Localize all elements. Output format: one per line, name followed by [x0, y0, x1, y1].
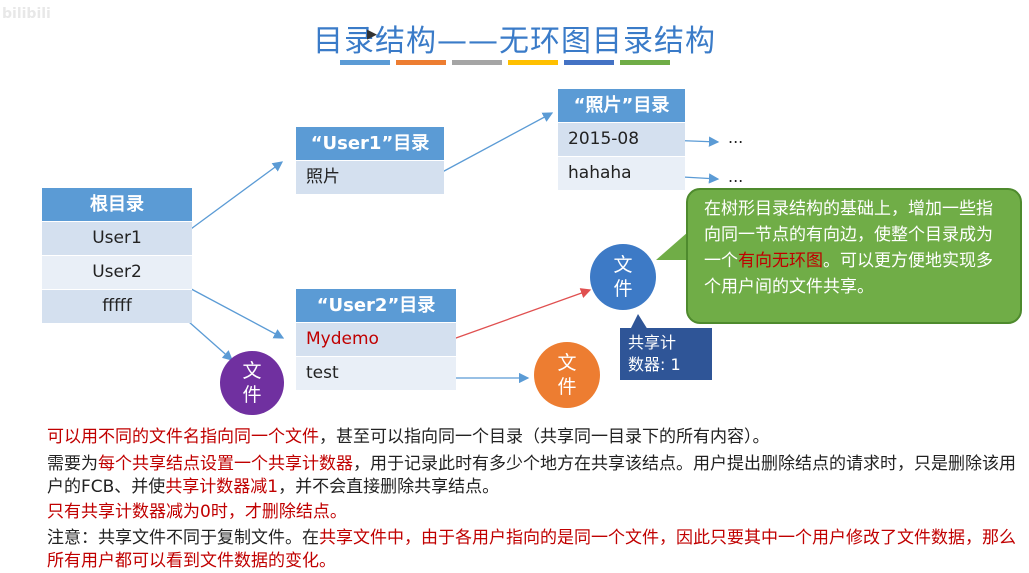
root-entry-fffff: fffff	[42, 289, 192, 323]
note4-red: 共享文件中，由于各用户指向的是同一个文件，因此只要其中一个用户修改了文件数据，那…	[47, 528, 1016, 571]
file-label-2: 件	[613, 278, 633, 300]
user2-directory-header: “User2”目录	[296, 289, 456, 322]
counter-line-1: 共享计	[628, 333, 677, 352]
bubble-highlight: 有向无环图	[738, 251, 823, 271]
file-node-orange: 文件	[534, 342, 600, 408]
ellipsis-2015: ...	[728, 128, 744, 147]
arrow-user1-to-user1-dir	[179, 161, 284, 238]
photo-directory-header: “照片”目录	[558, 89, 685, 122]
arrow-photo-to-photo-dir	[432, 112, 554, 178]
bubble-text-1: 在树形目录结构的基础上，增加一些指向同一节点的有向边，使整个目录成为一个	[704, 199, 993, 271]
note1-red: 可以用不同的文件名指向同一个文件	[47, 427, 319, 447]
root-directory-header: 根目录	[42, 188, 192, 221]
file-label-1: 文	[613, 254, 633, 276]
note4-text: 注意：共享文件不同于复制文件。在	[47, 528, 319, 548]
file-label-2: 件	[242, 384, 262, 406]
title-bar-segment	[508, 60, 558, 65]
bubble-tail	[656, 232, 688, 260]
photo-entry-hahaha: hahaha	[558, 156, 685, 190]
user1-directory-header: “User1”目录	[296, 127, 444, 160]
note-paragraph-3: 只有共享计数器减为0时，才删除结点。	[47, 502, 347, 522]
user2-directory-table: “User2”目录 Mydemo test	[296, 289, 456, 390]
counter-tail	[630, 314, 648, 330]
photo-entry-2015-08: 2015-08	[558, 122, 685, 156]
arrow-mydemo-to-file	[441, 288, 592, 344]
counter-line-2: 数器: 1	[628, 355, 681, 374]
note2-text-c: ，并不会直接删除共享结点。	[278, 477, 500, 497]
title-bar-segment	[340, 60, 390, 65]
watermark-logo: bilibili	[2, 6, 51, 22]
user2-entry-test: test	[296, 356, 456, 390]
root-directory-table: 根目录 User1 User2 fffff	[42, 188, 192, 323]
file-label-1: 文	[557, 352, 577, 374]
title-bar-segment	[564, 60, 614, 65]
arrow-user2-to-user2-dir	[179, 282, 285, 339]
note2-text-a: 需要为	[47, 454, 98, 474]
note-paragraph-2: 需要为每个共享结点设置一个共享计数器，用于记录此时有多少个地方在共享该结点。用户…	[47, 453, 1022, 499]
note-paragraph-4: 注意：共享文件不同于复制文件。在共享文件中，由于各用户指向的是同一个文件，因此只…	[47, 527, 1022, 573]
explanation-bubble: 在树形目录结构的基础上，增加一些指向同一节点的有向边，使整个目录成为一个有向无环…	[686, 188, 1022, 324]
note2-red-2: 共享计数器减1	[165, 477, 279, 497]
mouse-cursor-icon: ▶	[367, 27, 377, 42]
file-label-2: 件	[557, 376, 577, 398]
title-bar-segment	[620, 60, 670, 65]
root-entry-user1: User1	[42, 221, 192, 255]
bubble-text-2: 。可以更方便地实现多个用户间的文件共享。	[704, 251, 993, 297]
user2-entry-mydemo: Mydemo	[296, 322, 456, 356]
file-node-blue: 文件	[590, 244, 656, 310]
title-bar-segment	[452, 60, 502, 65]
note2-red: 每个共享结点设置一个共享计数器	[98, 454, 353, 474]
file-label-1: 文	[242, 360, 262, 382]
note1-text: ，甚至可以指向同一个目录（共享同一目录下的所有内容）。	[319, 427, 770, 447]
user1-directory-table: “User1”目录 照片	[296, 127, 444, 194]
note2-text-b: ，用于记录此时有多少个地方在共享该结点。用户提出删除结点的请求时，只是删除该用户…	[47, 454, 1016, 497]
ellipsis-hahaha: ...	[728, 167, 744, 186]
photo-directory-table: “照片”目录 2015-08 hahaha	[558, 89, 685, 190]
file-node-purple: 文件	[220, 351, 284, 415]
share-counter-box: 共享计 数器: 1	[620, 328, 712, 380]
user1-entry-photo: 照片	[296, 160, 444, 194]
title-bar-segment	[396, 60, 446, 65]
note-paragraph-1: 可以用不同的文件名指向同一个文件，甚至可以指向同一个目录（共享同一目录下的所有内…	[47, 426, 1022, 449]
page-title: 目录结构——无环图目录结构	[313, 24, 716, 59]
root-entry-user2: User2	[42, 255, 192, 289]
